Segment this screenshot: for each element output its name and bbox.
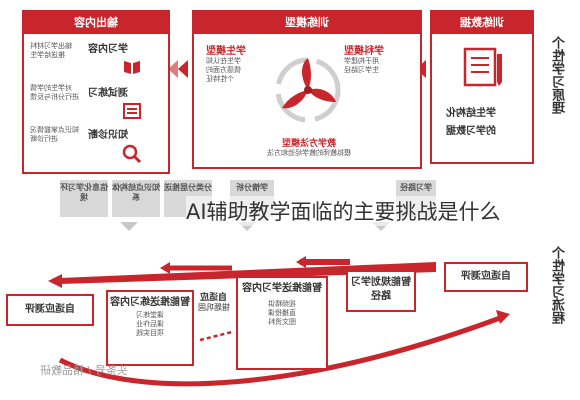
flow-step-path-planning: 智能规划学习路径 (346, 270, 416, 312)
training-data-panel: 训练数据 学生结构化 的学习数据 (430, 10, 534, 164)
flow-step-push-practice: 智能推送练习内容 课堂练习 课后作业 项目实践 (106, 290, 194, 366)
checklist-icon (123, 103, 141, 119)
arrow-down-icon (120, 222, 138, 231)
book-icon (124, 61, 140, 74)
flow-step-adaptive-test-end: 自适应测评 (6, 294, 94, 326)
arrow-down-icon (238, 222, 256, 231)
gray-label: 知识点结构体系 (112, 180, 160, 217)
arrow-down-icon (372, 222, 390, 231)
arrow-left-icon (178, 60, 188, 78)
flow-step-push-content: 智能推送学习内容 视频精讲 直播授课 图文资料 (236, 276, 328, 370)
watermark: 头条号 / 精品教研 (40, 364, 128, 377)
propeller-cycle-icon (275, 57, 341, 123)
output-panel: 输出内容 学习内容 输出学习材料 推送给学生 测试练习 对学生的学情 进行分析与… (22, 10, 170, 174)
flow-step-adaptive-test-start: 自适应测评 (444, 262, 528, 292)
flow-step-adaptive-review: 自适应 错题巩固 (198, 293, 230, 312)
gray-label: 信息化学习环境 (60, 180, 108, 217)
arrow-left-icon (168, 60, 178, 78)
document-icon (463, 47, 502, 87)
magnifier-icon (122, 144, 142, 164)
caption: AI辅助教学面临的主要挑战是什么 (186, 196, 501, 226)
training-model-panel: 训练模型 学科模型 用于构建学 生学习路径 学生模型 学生在认知 情感方面的 个… (192, 10, 422, 169)
